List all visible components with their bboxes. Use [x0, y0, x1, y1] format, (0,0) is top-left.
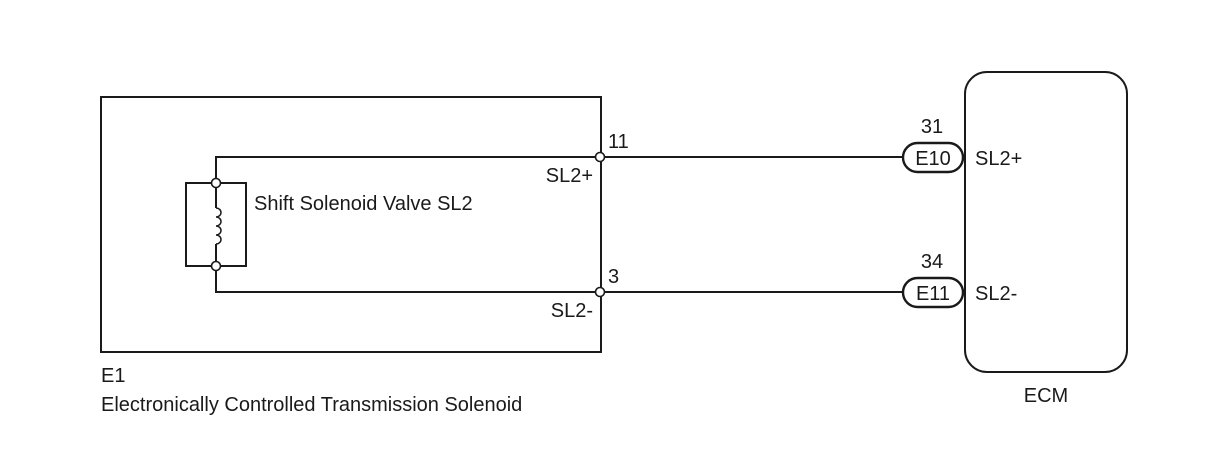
internal-wire-bottom	[215, 266, 600, 293]
solenoid-unit-box	[100, 96, 602, 353]
valve-terminal-top	[210, 177, 222, 189]
ecm-box	[964, 71, 1128, 373]
unit-pin-bottom-label: SL2-	[551, 300, 593, 322]
connector-e10-label: E10	[915, 148, 951, 170]
shift-solenoid-valve	[185, 177, 247, 272]
ecm-pin-top-label: SL2+	[975, 148, 1022, 170]
connector-e11	[901, 276, 965, 309]
unit-name: Electronically Controlled Transmission S…	[101, 394, 522, 416]
connector-e10	[901, 141, 965, 174]
unit-code: E1	[101, 365, 125, 387]
internal-wire-top	[215, 156, 600, 183]
unit-terminal-bottom	[594, 286, 606, 298]
ecm-pin-top-number: 31	[921, 116, 943, 138]
connector-e11-label: E11	[916, 283, 950, 305]
unit-terminal-top	[594, 151, 606, 163]
ecm-pin-bottom-label: SL2-	[975, 283, 1017, 305]
unit-pin-bottom-number: 3	[608, 266, 619, 288]
valve-label: Shift Solenoid Valve SL2	[254, 193, 473, 215]
unit-pin-top-label: SL2+	[546, 165, 593, 187]
valve-terminal-bottom	[210, 260, 222, 272]
unit-pin-top-number: 11	[608, 131, 629, 153]
ecm-name: ECM	[1024, 385, 1068, 407]
ecm-pin-bottom-number: 34	[921, 251, 943, 273]
